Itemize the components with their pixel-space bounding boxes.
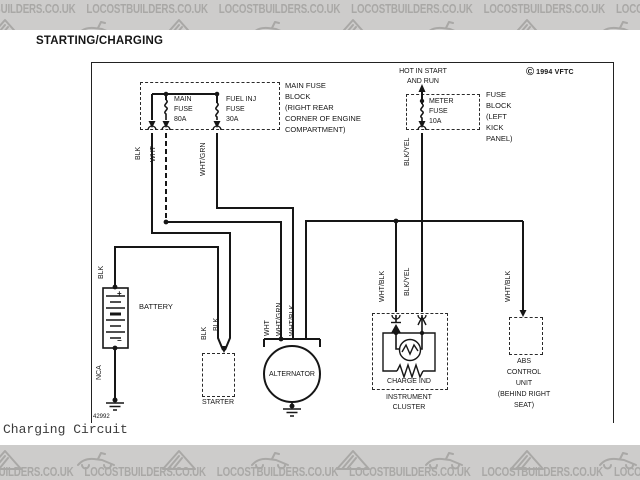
wire-label-wht-grn: WHT/GRN bbox=[200, 142, 207, 176]
car-icon bbox=[168, 19, 190, 30]
watermark-banner-top: LOCOSTBUILDERS.CO.UK LOCOSTBUILDERS.CO.U… bbox=[0, 0, 640, 30]
alternator-symbol bbox=[263, 345, 321, 403]
watermark-text: LOCOSTBUILDERS.CO.UK bbox=[216, 465, 339, 479]
battery-minus-sign: − bbox=[117, 336, 122, 345]
watermark-text: LOCOSTBUILDERS.CO.UK bbox=[481, 465, 604, 479]
starter-label: STARTER bbox=[201, 399, 235, 406]
figure-number: 42992 bbox=[93, 414, 110, 420]
starter-arrow bbox=[220, 346, 228, 353]
copyright-text: 1994 VFTC bbox=[536, 68, 574, 76]
left-fuse-block-box bbox=[406, 94, 480, 130]
watermark-text: LOCOSTBUILDERS.CO.UK bbox=[613, 465, 640, 479]
charge-indicator-symbol bbox=[382, 315, 436, 380]
car-icon bbox=[510, 450, 544, 470]
connectors-group bbox=[147, 125, 427, 320]
car-icon bbox=[251, 452, 289, 470]
car-icon bbox=[599, 452, 637, 470]
wire-label-cluster-wht-blk: WHT/BLK bbox=[379, 270, 386, 302]
battery-ground-icon bbox=[106, 402, 124, 411]
battery-symbol bbox=[102, 287, 129, 349]
watermark-text: LOCOSTBUILDERS.CO.UK bbox=[0, 2, 76, 16]
junction-dots-group bbox=[112, 91, 425, 409]
car-icon bbox=[80, 21, 107, 30]
watermark-text-row: LOCOSTBUILDERS.CO.UK LOCOSTBUILDERS.CO.U… bbox=[0, 465, 640, 479]
meter-fuse-label: METER FUSE 10A bbox=[429, 98, 454, 125]
abs-unit-label: ABS CONTROL UNIT (BEHIND RIGHT SEAT) bbox=[497, 358, 551, 409]
main-fuse-block-callout: MAIN FUSE BLOCK (RIGHT REAR CORNER OF EN… bbox=[285, 81, 361, 134]
car-icon bbox=[516, 19, 538, 30]
car-icon bbox=[77, 452, 115, 470]
wire-label-abs-wht-blk: WHT/BLK bbox=[505, 270, 512, 302]
watermark-icon-row bbox=[0, 17, 638, 30]
watermark-text: LOCOSTBUILDERS.CO.UK bbox=[351, 2, 473, 16]
fuel-inj-fuse-label: FUEL INJ FUSE 30A bbox=[226, 96, 257, 123]
wire-label-alt-wht: WHT bbox=[264, 320, 271, 336]
lamp-icon bbox=[398, 338, 422, 362]
wire-label-nca: NCA bbox=[96, 365, 103, 380]
alternator-ground-icon bbox=[283, 408, 301, 417]
watermark-text-row: LOCOSTBUILDERS.CO.UK LOCOSTBUILDERS.CO.U… bbox=[0, 2, 640, 16]
watermark-text: LOCOSTBUILDERS.CO.UK bbox=[349, 465, 471, 479]
wire-wht-blk bbox=[305, 220, 523, 339]
resistor-icon bbox=[396, 362, 424, 380]
car-icon bbox=[428, 21, 455, 30]
wire-label-blk: BLK bbox=[135, 146, 142, 160]
wire-label-alt-wht-grn: WHT/GRN bbox=[276, 302, 283, 336]
copyright-icon: © bbox=[526, 66, 535, 78]
caption: Charging Circuit bbox=[3, 422, 128, 437]
car-icon bbox=[425, 452, 463, 470]
battery-plus-sign: + bbox=[117, 289, 122, 298]
wire-wht-grn bbox=[216, 133, 294, 339]
hot-feed-arrow bbox=[418, 84, 426, 92]
wire-battery-feed bbox=[114, 246, 224, 351]
abs-unit-box bbox=[509, 317, 543, 355]
left-fuse-block-callout: FUSE BLOCK (LEFT KICK PANEL) bbox=[486, 90, 513, 143]
main-fuse-block-box bbox=[140, 82, 280, 130]
watermark-text: LOCOSTBUILDERS.CO.UK bbox=[0, 465, 74, 479]
wires-group bbox=[114, 90, 524, 406]
watermark-text: LOCOSTBUILDERS.CO.UK bbox=[483, 2, 606, 16]
abs-arrow bbox=[519, 310, 527, 317]
wire-blk bbox=[151, 133, 231, 351]
car-icon bbox=[0, 19, 16, 30]
watermark-text: LOCOSTBUILDERS.CO.UK bbox=[218, 2, 341, 16]
diagram-frame bbox=[91, 62, 614, 423]
charge-indicator-label: CHARGE IND bbox=[387, 378, 431, 385]
wire-label-wht: WHT bbox=[150, 146, 157, 162]
hot-in-start-label: HOT IN START AND RUN bbox=[399, 68, 447, 85]
car-icon bbox=[336, 450, 370, 470]
watermark-text: LOCOSTBUILDERS.CO.UK bbox=[84, 465, 206, 479]
car-icon bbox=[0, 450, 22, 470]
wire-wht bbox=[166, 221, 282, 339]
starter-box bbox=[202, 353, 235, 397]
watermark-icon-row bbox=[0, 448, 638, 470]
page-title: STARTING/CHARGING bbox=[36, 35, 164, 47]
wire-label-alt-wht-blk: WHT/BLK bbox=[289, 304, 296, 336]
diode-triangle bbox=[391, 324, 401, 333]
car-icon bbox=[342, 19, 364, 30]
arrowheads-group bbox=[148, 84, 527, 353]
wire-label-blk-yel-lower: BLK/YEL bbox=[404, 267, 411, 296]
wire-label-blk-yel-upper: BLK/YEL bbox=[404, 137, 411, 166]
wire-label-starter-blk-left: BLK bbox=[201, 326, 208, 340]
car-icon bbox=[162, 450, 196, 470]
wire-label-battery-blk: BLK bbox=[98, 265, 105, 279]
watermark-banner-bottom: LOCOSTBUILDERS.CO.UK LOCOSTBUILDERS.CO.U… bbox=[0, 445, 640, 480]
alternator-label: ALTERNATOR bbox=[269, 371, 315, 378]
watermark-text: LOCOSTBUILDERS.CO.UK bbox=[86, 2, 208, 16]
wire-label-starter-blk-right: BLK bbox=[213, 317, 220, 331]
instrument-cluster-label: INSTRUMENT CLUSTER bbox=[386, 394, 432, 411]
copyright-mark: © 1994 VFTC bbox=[526, 66, 574, 78]
main-fuse-label: MAIN FUSE 80A bbox=[174, 96, 193, 123]
car-icon bbox=[254, 21, 281, 30]
car-icon bbox=[602, 21, 629, 30]
battery-label: BATTERY bbox=[139, 302, 173, 311]
instrument-cluster-box bbox=[372, 313, 448, 390]
watermark-text: LOCOSTBUILDERS.CO.UK bbox=[615, 2, 640, 16]
